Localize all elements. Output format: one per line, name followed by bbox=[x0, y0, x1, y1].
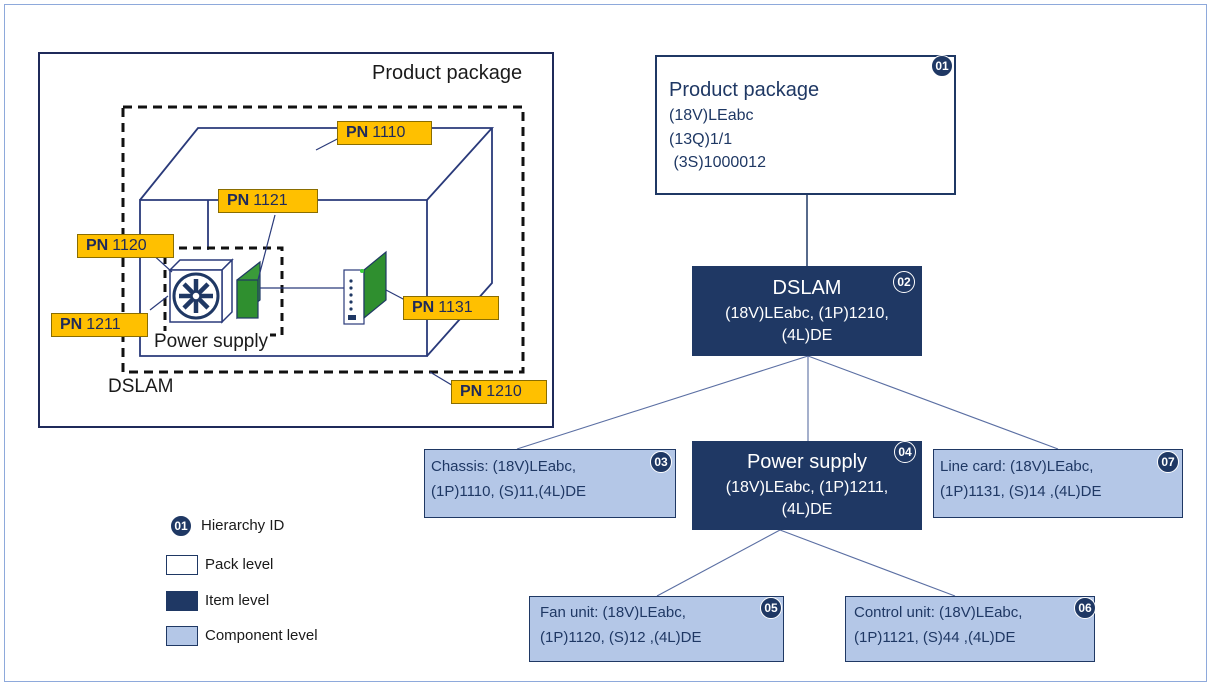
hierarchy-id-badge: 03 bbox=[650, 451, 672, 473]
node-line: (13Q)1/1 bbox=[669, 131, 733, 148]
hierarchy-id-badge: 05 bbox=[760, 597, 782, 619]
power-supply-label: Power supply bbox=[152, 331, 271, 353]
dslam-label: DSLAM bbox=[108, 376, 174, 397]
legend-hierarchy-label: Hierarchy ID bbox=[201, 517, 285, 534]
legend-item-label: Item level bbox=[205, 592, 270, 609]
node-power-supply: Power supply (18V)LEabc, (1P)1211, (4L)D… bbox=[692, 441, 922, 530]
node-control-unit: Control unit: (18V)LEabc, (1P)1121, (S)4… bbox=[845, 596, 1095, 662]
legend-component-label: Component level bbox=[205, 627, 318, 644]
node-fan-unit: Fan unit: (18V)LEabc, (1P)1120, (S)12 ,(… bbox=[529, 596, 784, 662]
node-line: (18V)LEabc, (1P)1210, bbox=[725, 305, 889, 322]
node-line: (4L)DE bbox=[781, 327, 833, 344]
legend-pack-label: Pack level bbox=[205, 556, 274, 573]
hierarchy-id-badge: 07 bbox=[1157, 451, 1179, 473]
node-title: DSLAM bbox=[772, 277, 842, 299]
node-line: (4L)DE bbox=[781, 501, 833, 518]
fan-icon bbox=[168, 258, 234, 324]
node-product-package: Product package (18V)LEabc (13Q)1/1 (3S)… bbox=[655, 55, 956, 195]
slide-frame bbox=[4, 4, 1207, 682]
hierarchy-id-badge: 02 bbox=[893, 271, 915, 293]
node-line: Line card: (18V)LEabc, bbox=[940, 458, 1094, 475]
node-line: (1P)1120, (S)12 ,(4L)DE bbox=[540, 629, 702, 646]
node-title: Power supply bbox=[746, 451, 868, 473]
legend-hierarchy-badge: 01 bbox=[170, 515, 192, 537]
legend-pack-swatch bbox=[166, 555, 198, 575]
node-chassis: Chassis: (18V)LEabc, (1P)1110, (S)11,(4L… bbox=[424, 449, 676, 518]
dslam-dashed-boundary bbox=[121, 105, 525, 374]
line-card-icon bbox=[343, 250, 387, 325]
node-line: (18V)LEabc bbox=[669, 107, 754, 124]
node-line: (18V)LEabc, (1P)1211, bbox=[725, 479, 889, 496]
node-line-card: Line card: (18V)LEabc, (1P)1131, (S)14 ,… bbox=[933, 449, 1183, 518]
node-dslam: DSLAM (18V)LEabc, (1P)1210, (4L)DE bbox=[692, 266, 922, 356]
hierarchy-id-badge: 04 bbox=[894, 441, 916, 463]
panel-title: Product package bbox=[372, 62, 523, 84]
node-line: (1P)1110, (S)11,(4L)DE bbox=[431, 483, 587, 500]
node-line: (1P)1131, (S)14 ,(4L)DE bbox=[940, 483, 1102, 500]
legend-component-swatch bbox=[166, 626, 198, 646]
node-line: (1P)1121, (S)44 ,(4L)DE bbox=[854, 629, 1016, 646]
node-line: Control unit: (18V)LEabc, bbox=[854, 604, 1023, 621]
power-supply-dashed-boundary bbox=[163, 246, 284, 337]
hierarchy-id-badge: 01 bbox=[931, 55, 953, 77]
circuit-board-icon bbox=[236, 260, 261, 320]
node-line: (3S)1000012 bbox=[669, 154, 766, 171]
node-line: Fan unit: (18V)LEabc, bbox=[540, 604, 686, 621]
legend-item-swatch bbox=[166, 591, 198, 611]
node-line: Chassis: (18V)LEabc, bbox=[431, 458, 577, 475]
hierarchy-id-badge: 06 bbox=[1074, 597, 1096, 619]
node-title: Product package bbox=[669, 79, 820, 101]
